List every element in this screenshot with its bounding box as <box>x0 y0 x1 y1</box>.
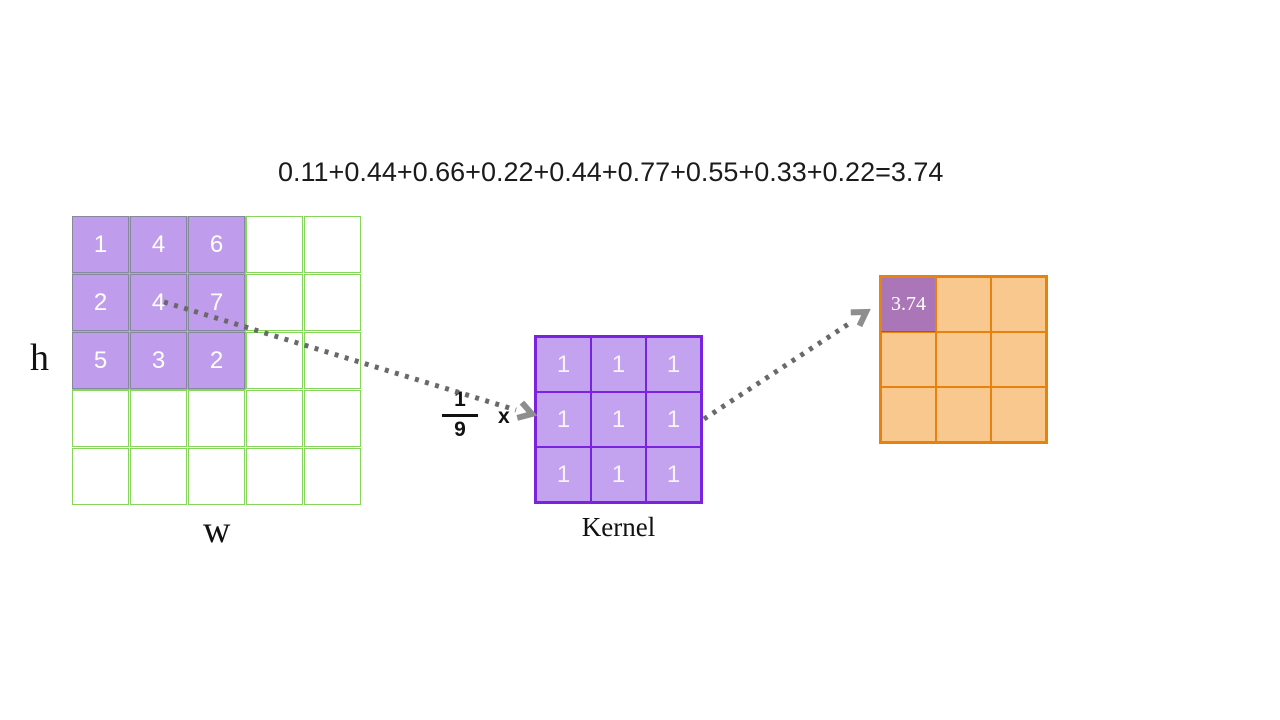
grid-cell: 4 <box>130 216 187 273</box>
grid-cell <box>304 332 361 389</box>
grid-cell: 4 <box>130 274 187 331</box>
grid-cell-value: 1 <box>666 350 681 378</box>
grid-cell <box>304 274 361 331</box>
grid-cell-value: 7 <box>209 288 224 316</box>
grid-cell-value: 3 <box>151 346 166 374</box>
grid-cell <box>936 277 991 332</box>
kernel-grid: 1 1 1 1 1 1 1 1 1 <box>534 335 703 504</box>
grid-cell-value: 1 <box>666 405 681 433</box>
grid-cell: 1 <box>646 447 701 502</box>
fraction-numerator: 1 <box>454 388 466 411</box>
grid-cell: 1 <box>72 216 129 273</box>
grid-cell: 2 <box>72 274 129 331</box>
grid-cell <box>991 387 1046 442</box>
grid-cell-value: 1 <box>93 230 108 258</box>
grid-cell-value: 1 <box>666 460 681 488</box>
height-axis-label: h <box>30 337 49 379</box>
grid-cell-value: 1 <box>556 350 571 378</box>
arrow-kernel-to-output <box>702 320 852 422</box>
grid-cell <box>72 448 129 505</box>
arrowhead-input-to-kernel-icon <box>516 400 538 421</box>
grid-cell <box>304 390 361 447</box>
grid-cell <box>246 274 303 331</box>
grid-cell <box>246 216 303 273</box>
multiply-operator: x <box>498 405 510 428</box>
grid-cell <box>246 390 303 447</box>
grid-cell <box>246 332 303 389</box>
grid-cell-value: 6 <box>209 230 224 258</box>
fraction-denominator: 9 <box>454 418 466 441</box>
kernel-label: Kernel <box>581 512 656 542</box>
grid-cell: 5 <box>72 332 129 389</box>
grid-cell <box>991 332 1046 387</box>
grid-cell-value: 1 <box>611 460 626 488</box>
grid-cell <box>72 390 129 447</box>
grid-cell-value: 3.74 <box>891 293 926 315</box>
grid-cell <box>881 332 936 387</box>
grid-cell-value: 4 <box>151 288 166 316</box>
grid-cell <box>130 390 187 447</box>
output-feature-map-grid: 3.74 <box>879 275 1048 444</box>
grid-cell <box>130 448 187 505</box>
grid-cell: 3.74 <box>881 277 936 332</box>
grid-cell: 1 <box>536 392 591 447</box>
grid-cell: 1 <box>536 337 591 392</box>
grid-cell: 1 <box>591 337 646 392</box>
grid-cell: 7 <box>188 274 245 331</box>
grid-cell-value: 1 <box>556 405 571 433</box>
grid-cell-value: 2 <box>93 288 108 316</box>
grid-cell-value: 1 <box>611 405 626 433</box>
grid-cell-value: 2 <box>209 346 224 374</box>
grid-cell: 1 <box>591 447 646 502</box>
arrowhead-kernel-to-output-icon <box>850 308 871 328</box>
grid-cell <box>304 448 361 505</box>
grid-cell <box>188 390 245 447</box>
scale-fraction: 1 9 <box>441 388 479 442</box>
grid-cell-value: 1 <box>611 350 626 378</box>
grid-cell: 6 <box>188 216 245 273</box>
grid-cell <box>304 216 361 273</box>
grid-cell: 1 <box>591 392 646 447</box>
grid-cell <box>246 448 303 505</box>
grid-cell: 3 <box>130 332 187 389</box>
grid-cell <box>991 277 1046 332</box>
grid-cell-value: 4 <box>151 230 166 258</box>
width-axis-label: w <box>203 509 231 551</box>
fraction-bar <box>442 414 478 417</box>
grid-cell-value: 1 <box>556 460 571 488</box>
grid-cell <box>936 387 991 442</box>
input-matrix-grid: 1 4 6 2 4 7 5 3 2 <box>72 216 361 505</box>
grid-cell <box>936 332 991 387</box>
grid-cell: 1 <box>646 392 701 447</box>
grid-cell <box>188 448 245 505</box>
grid-cell: 2 <box>188 332 245 389</box>
grid-cell <box>881 387 936 442</box>
grid-cell: 1 <box>646 337 701 392</box>
grid-cell: 1 <box>536 447 591 502</box>
convolution-sum-formula: 0.11+0.44+0.66+0.22+0.44+0.77+0.55+0.33+… <box>278 157 944 187</box>
grid-cell-value: 5 <box>93 346 108 374</box>
